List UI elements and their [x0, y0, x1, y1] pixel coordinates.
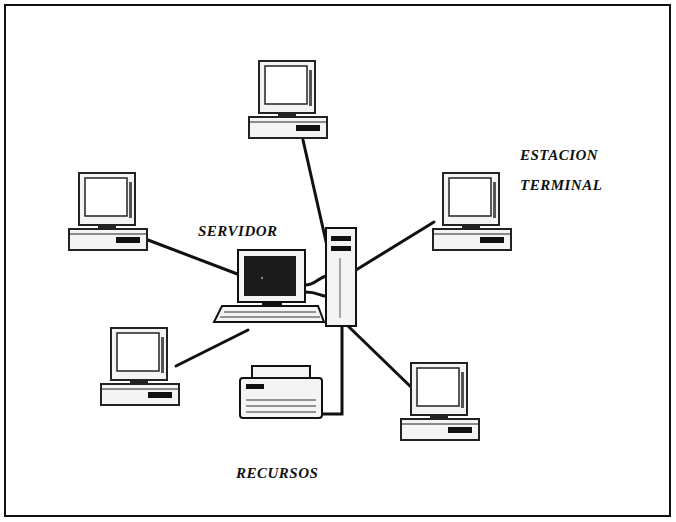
server-label: SERVIDOR [198, 216, 328, 246]
station-label: ESTACION TERMINAL [520, 140, 630, 200]
server-computer [214, 228, 356, 326]
resources-label: RECURSOS [236, 458, 376, 488]
printer [240, 366, 322, 418]
